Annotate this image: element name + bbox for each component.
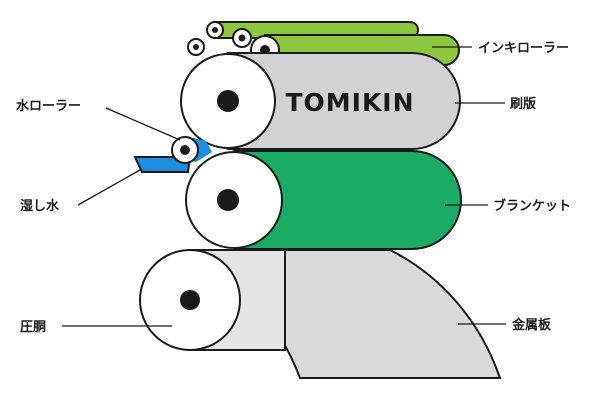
label-blanket: ブランケット	[493, 198, 571, 214]
blanket-cylinder	[185, 150, 462, 250]
ink-roller-back-2	[232, 28, 252, 48]
impression-cylinder	[139, 249, 286, 351]
plate-cylinder-hub	[217, 90, 239, 112]
leader-dampening-water	[77, 169, 141, 206]
plate-cylinder: TOMIKIN	[180, 52, 461, 150]
label-impression-cylinder: 圧胴	[20, 320, 46, 335]
leader-water-roller	[105, 107, 181, 141]
water-roller	[171, 136, 199, 164]
blanket-cylinder-hub	[217, 189, 239, 211]
label-sheet-metal: 金属板	[511, 317, 552, 333]
brand-text: TOMIKIN	[285, 88, 414, 117]
label-ink-roller: インキローラー	[478, 41, 569, 56]
impression-cylinder-hub	[180, 290, 200, 310]
label-dampening-water: 湿し水	[20, 198, 60, 214]
ink-roller-front-small	[187, 38, 205, 56]
label-water-roller: 水ローラー	[16, 98, 81, 114]
label-plate: 刷版	[510, 96, 536, 112]
